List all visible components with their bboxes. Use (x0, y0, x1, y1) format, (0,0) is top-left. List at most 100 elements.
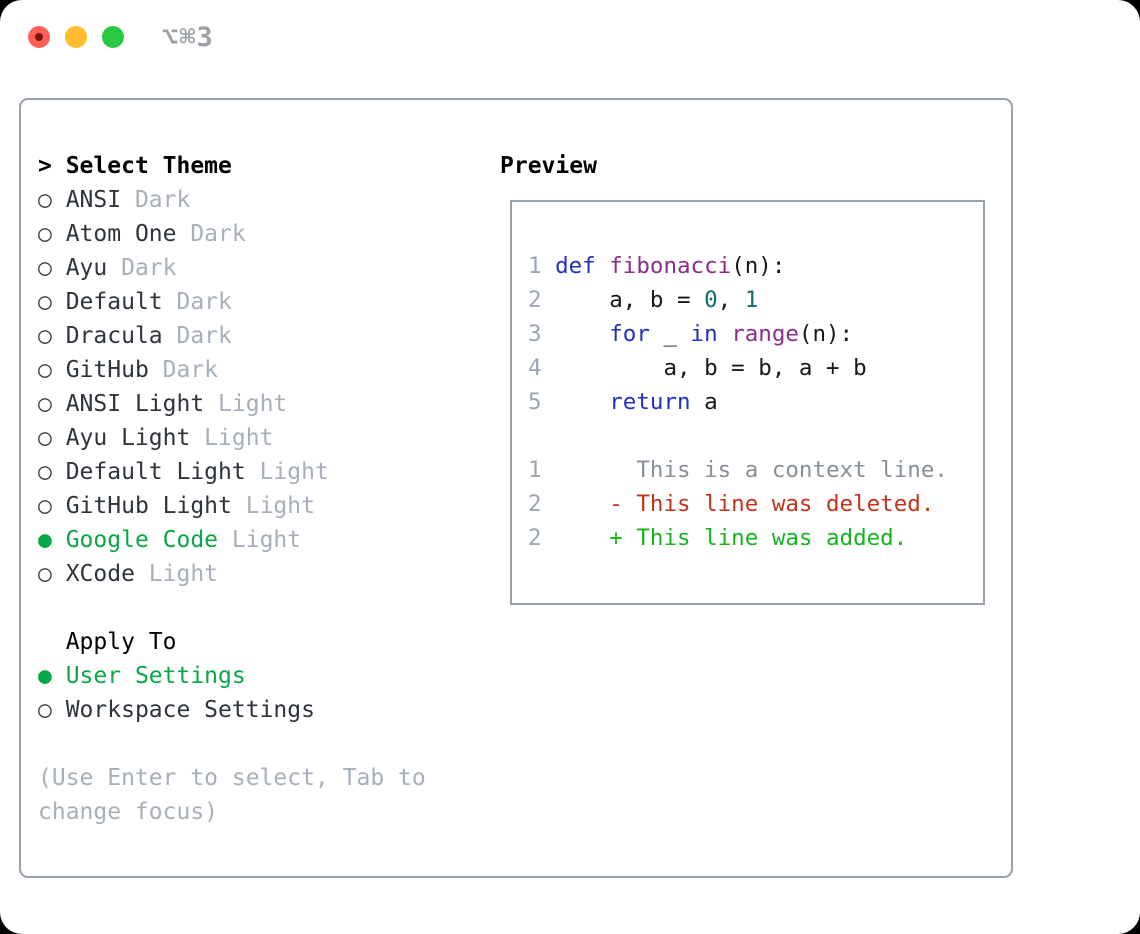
window-title: ⌥⌘3 (162, 22, 214, 53)
close-light-icon[interactable] (28, 26, 50, 48)
spacer (38, 727, 478, 761)
token-pln (555, 321, 609, 347)
token-kwd: in (690, 321, 718, 347)
token-lit: 0 (704, 287, 718, 313)
code-line: 4 a, b = b, a + b (528, 351, 983, 385)
code-line: 1 This is a context line. (528, 453, 983, 487)
radio-icon: ○ (38, 425, 52, 451)
apply-option-label: User Settings (65, 663, 246, 689)
apply-to-list: ● User Settings ○Workspace Settings (38, 659, 478, 727)
token-pln (596, 253, 610, 279)
line-number: 2 (528, 491, 542, 517)
token-typ: fibonacci (609, 253, 732, 279)
apply-option-user-settings[interactable]: ● User Settings (38, 659, 478, 693)
theme-item-label: Atom One (65, 221, 177, 247)
line-number: 5 (528, 389, 542, 415)
apply-to-label: Apply To (65, 629, 177, 655)
token-pln: (n): (731, 253, 786, 279)
radio-icon: ○ (38, 323, 52, 349)
variant-label: Dark (176, 323, 232, 349)
minimize-light-icon[interactable] (65, 26, 87, 48)
hint-line-1: (Use Enter to select, Tab to (38, 765, 426, 791)
line-number: 2 (528, 287, 542, 313)
token-pln: a, b = (555, 287, 705, 313)
theme-item-ansi[interactable]: ○ ANSI Dark (38, 183, 478, 217)
apply-option-label: Workspace Settings (65, 697, 315, 723)
hint-line-2: change focus) (38, 799, 219, 825)
token-typ: range (731, 321, 799, 347)
theme-item-default-light[interactable]: ○ Default Light Light (38, 455, 478, 489)
token-kwd: for (609, 321, 650, 347)
theme-item-label: Default Light (65, 459, 246, 485)
token-ctx: This is a context line. (555, 457, 948, 483)
theme-item-label: ANSI (65, 187, 122, 213)
variant-label: Dark (162, 357, 219, 383)
radio-icon: ● (38, 663, 52, 689)
variant-label: Light (245, 493, 315, 519)
apply-option-workspace-settings[interactable]: ○Workspace Settings (38, 693, 478, 727)
theme-item-label: Google Code (65, 527, 219, 553)
theme-item-label: Default (65, 289, 163, 315)
line-number: 1 (528, 253, 542, 279)
radio-icon: ○ (38, 221, 52, 247)
token-add: + This line was added. (555, 525, 908, 551)
code-line: 2 + This line was added. (528, 521, 983, 555)
theme-item-label: Ayu (65, 255, 108, 281)
token-pln: (n): (798, 321, 854, 347)
token-lit: 1 (744, 287, 759, 313)
radio-icon: ○ (38, 289, 52, 315)
token-pln: _ (649, 321, 691, 347)
radio-icon: ○ (38, 561, 52, 587)
theme-item-dracula[interactable]: ○ Dracula Dark (38, 319, 478, 353)
theme-item-label: Dracula (65, 323, 163, 349)
variant-label: Dark (121, 255, 177, 281)
theme-item-ayu[interactable]: ○ Ayu Dark (38, 251, 478, 285)
line-number: 2 (528, 525, 542, 551)
theme-item-label: XCode (65, 561, 135, 587)
code-line: 2 a, b = 0, 1 (528, 283, 983, 317)
line-number: 4 (528, 355, 542, 381)
radio-icon: ○ (38, 391, 52, 417)
radio-icon: ○ (38, 459, 52, 485)
apply-to-header: Apply To (38, 625, 478, 659)
line-number: 3 (528, 321, 542, 347)
token-del: - This line was deleted. (555, 491, 935, 517)
code-line (528, 419, 983, 453)
token-kwd: return (609, 389, 691, 415)
variant-label: Light (218, 391, 288, 417)
code-line: 5 return a (528, 385, 983, 419)
theme-item-atom-one[interactable]: ○ Atom One Dark (38, 217, 478, 251)
variant-label: Light (148, 561, 219, 587)
zoom-light-icon[interactable] (102, 26, 124, 48)
radio-icon: ● (38, 527, 52, 553)
variant-label: Light (259, 459, 329, 485)
code-line: 3 for _ in range(n): (528, 317, 983, 351)
token-pln (718, 321, 732, 347)
radio-icon: ○ (38, 187, 52, 213)
select-theme-header: > Select Theme (38, 149, 478, 183)
preview-label: Preview (500, 153, 597, 179)
variant-label: Dark (190, 221, 246, 247)
code-line: 2 - This line was deleted. (528, 487, 983, 521)
line-number: 1 (528, 457, 542, 483)
prompt-caret-icon: > (38, 153, 52, 179)
theme-item-xcode[interactable]: ○ XCode Light (38, 557, 478, 591)
select-theme-label: Select Theme (65, 153, 232, 179)
variant-label: Light (204, 425, 274, 451)
token-pln (555, 389, 609, 415)
radio-icon: ○ (38, 493, 52, 519)
radio-icon: ○ (38, 255, 52, 281)
variant-label: Dark (134, 187, 191, 213)
